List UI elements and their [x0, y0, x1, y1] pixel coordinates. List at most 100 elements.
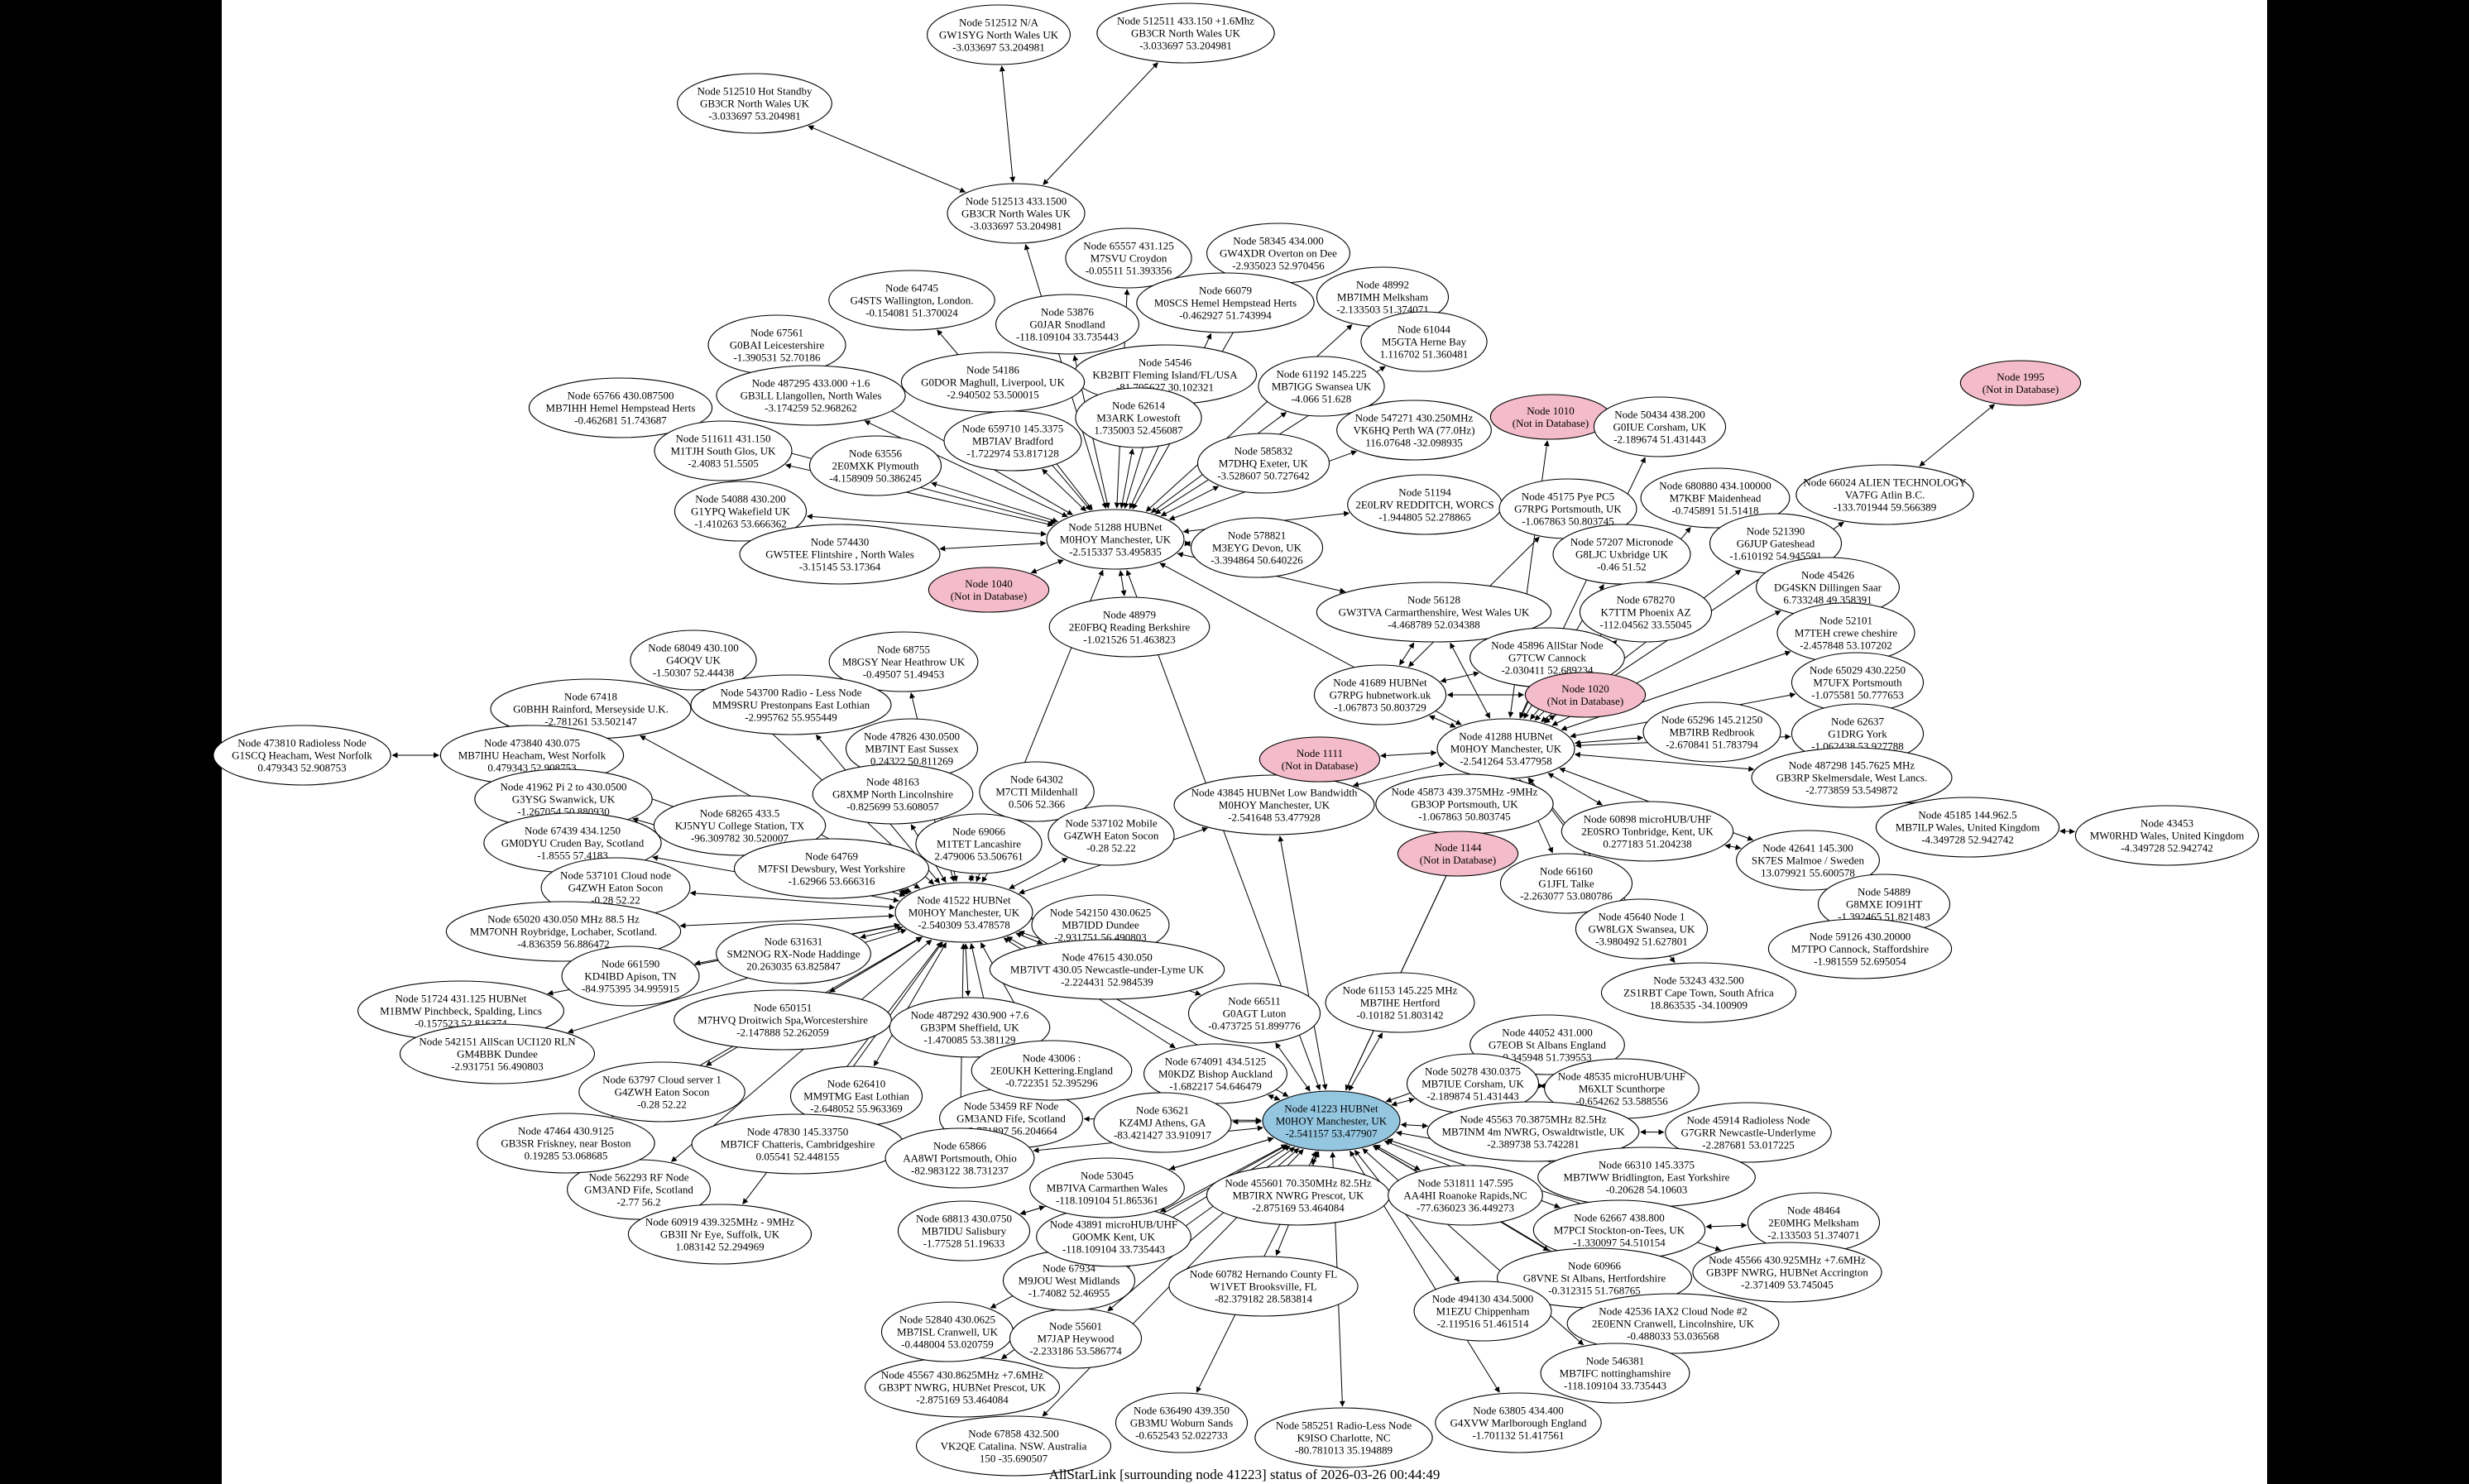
- node-ellipse[interactable]: [1435, 1392, 1602, 1453]
- node-ellipse[interactable]: [674, 989, 892, 1051]
- node-ellipse-not-in-database[interactable]: [928, 567, 1050, 613]
- node-ellipse[interactable]: [947, 183, 1086, 244]
- node-ellipse[interactable]: [677, 73, 832, 134]
- node-ellipse[interactable]: [979, 761, 1095, 822]
- node-ellipse[interactable]: [897, 1200, 1031, 1261]
- graph-node-1995[interactable]: Node 1995(Not in Database): [1959, 360, 2082, 406]
- node-ellipse[interactable]: [1048, 805, 1175, 866]
- node-ellipse[interactable]: [1388, 1165, 1543, 1226]
- node-ellipse[interactable]: [630, 630, 757, 691]
- node-ellipse[interactable]: [1642, 701, 1781, 763]
- node-ellipse[interactable]: [1029, 1157, 1185, 1218]
- node-ellipse[interactable]: [674, 481, 808, 542]
- node-ellipse-not-in-database[interactable]: [1959, 360, 2082, 406]
- node-ellipse[interactable]: [1254, 1407, 1433, 1468]
- node-ellipse[interactable]: [1593, 396, 1727, 457]
- node-ellipse[interactable]: [1561, 801, 1734, 862]
- node-ellipse[interactable]: [716, 923, 871, 984]
- node-ellipse[interactable]: [971, 1040, 1133, 1101]
- node-ellipse[interactable]: [1751, 747, 1953, 808]
- node-ellipse[interactable]: [1360, 311, 1488, 372]
- node-ellipse-not-in-database[interactable]: [1397, 831, 1519, 877]
- node-ellipse[interactable]: [828, 270, 995, 331]
- node-ellipse[interactable]: [653, 795, 827, 856]
- node-ellipse[interactable]: [894, 882, 1033, 943]
- node-ellipse[interactable]: [1048, 596, 1211, 658]
- node-ellipse[interactable]: [915, 1415, 1112, 1477]
- node-ellipse[interactable]: [1325, 972, 1475, 1033]
- node-ellipse[interactable]: [995, 294, 1140, 355]
- node-ellipse[interactable]: [915, 813, 1043, 874]
- node-ellipse[interactable]: [1413, 1281, 1552, 1342]
- node-ellipse[interactable]: [989, 939, 1225, 1000]
- node-ellipse[interactable]: [828, 631, 979, 692]
- node-ellipse[interactable]: [213, 725, 391, 786]
- node-ellipse[interactable]: [1190, 517, 1324, 578]
- node-ellipse[interactable]: [1540, 1343, 1690, 1404]
- node-ellipse[interactable]: [1575, 898, 1709, 960]
- node-ellipse[interactable]: [1875, 797, 2060, 858]
- node-ellipse[interactable]: [943, 410, 1082, 472]
- node-ellipse[interactable]: [1096, 2, 1275, 64]
- node-ellipse[interactable]: [477, 1113, 655, 1174]
- node-ellipse[interactable]: [1336, 400, 1492, 461]
- node-ellipse[interactable]: [885, 1127, 1035, 1189]
- node-ellipse[interactable]: [690, 674, 892, 735]
